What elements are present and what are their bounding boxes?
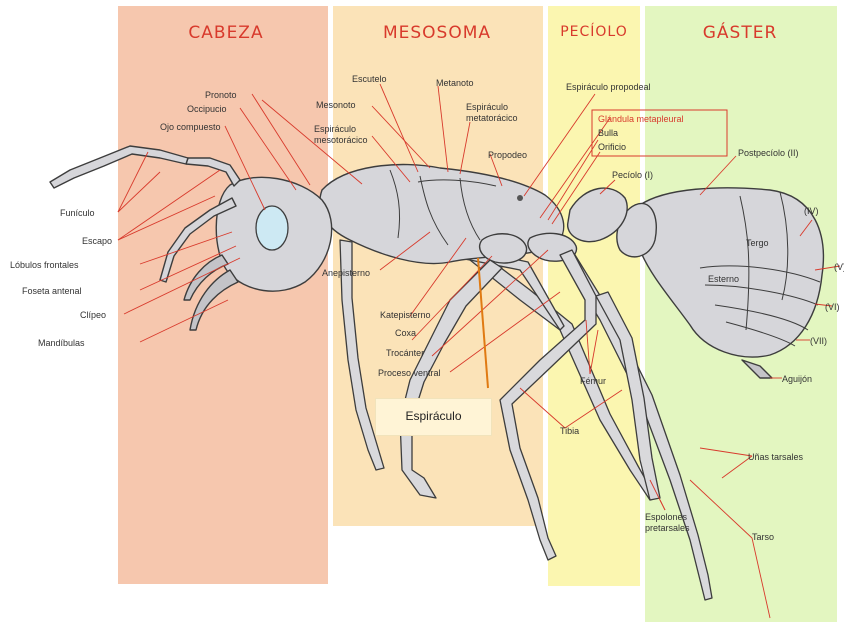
label-bulla: Bulla xyxy=(598,128,618,138)
label-seg-v: (V) xyxy=(834,262,844,272)
label-postpeciolo-ii: Postpecíolo (II) xyxy=(738,148,799,158)
section-title-mesosoma: MESOSOMA xyxy=(383,23,491,43)
label-mandibulas: Mandíbulas xyxy=(38,338,85,348)
label-glandula-metapleural: Glándula metapleural xyxy=(598,114,684,124)
label-seg-iv: (IV) xyxy=(804,206,819,216)
label-trocanter: Trocánter xyxy=(386,348,424,358)
label-ojo-compuesto: Ojo compuesto xyxy=(160,122,221,132)
label-foseta-antenal: Foseta antenal xyxy=(22,286,82,296)
espiraculo-callout-box: Espiráculo xyxy=(375,398,492,436)
label-peciolo-i: Pecíolo (I) xyxy=(612,170,653,180)
label-seg-vii: (VII) xyxy=(810,336,827,346)
label-tarso: Tarso xyxy=(752,532,774,542)
label-propodeo: Propodeo xyxy=(488,150,527,160)
label-escapo: Escapo xyxy=(82,236,112,246)
label-metanoto: Metanoto xyxy=(436,78,474,88)
label-lobulos-frontales: Lóbulos frontales xyxy=(10,260,79,270)
label-anepisterno: Anepisterno xyxy=(322,268,370,278)
label-femur: Fémur xyxy=(580,376,606,386)
section-title-gaster: GÁSTER xyxy=(703,21,778,43)
label-occipucio: Occipucio xyxy=(187,104,227,114)
label-unas-tarsales: Uñas tarsales xyxy=(748,452,804,462)
section-title-cabeza: CABEZA xyxy=(188,23,263,43)
label-espiraculo-propodeal: Espiráculo propodeal xyxy=(566,82,651,92)
label-aguijon: Aguijón xyxy=(782,374,812,384)
compound-eye xyxy=(256,206,288,250)
label-proceso-ventral: Proceso ventral xyxy=(378,368,441,378)
label-seg-vi: (VI) xyxy=(825,302,840,312)
label-mesonoto: Mesonoto xyxy=(316,100,356,110)
label-tergo: Tergo xyxy=(746,238,769,248)
label-pronoto: Pronoto xyxy=(205,90,237,100)
section-title-peciolo: PECÍOLO xyxy=(560,23,628,40)
label-tibia: Tibia xyxy=(560,426,579,436)
espiraculo-callout-label: Espiráculo xyxy=(376,409,491,423)
label-coxa: Coxa xyxy=(395,328,416,338)
label-orificio: Orificio xyxy=(598,142,626,152)
label-katepisterno: Katepisterno xyxy=(380,310,431,320)
label-esterno: Esterno xyxy=(708,274,739,284)
label-escutelo: Escutelo xyxy=(352,74,387,84)
label-clipeo: Clípeo xyxy=(80,310,106,320)
label-funiculo: Funículo xyxy=(60,208,95,218)
coxa xyxy=(480,234,527,263)
